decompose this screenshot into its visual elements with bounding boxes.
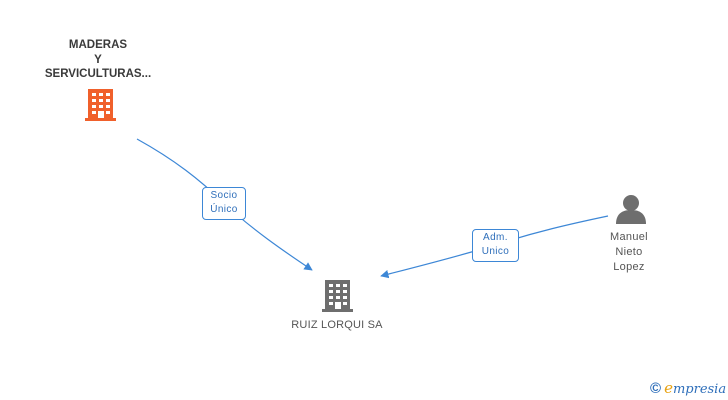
brand-logo: © empresia (650, 378, 726, 398)
company-name-maderas[interactable]: MADERAS Y SERVICULTURAS... (28, 38, 168, 82)
person-name-manuel-nieto-lopez[interactable]: Manuel Nieto Lopez (594, 230, 664, 275)
relation-label-line: Socio (210, 190, 238, 201)
company-name-text: RUIZ LORQUI SA (291, 319, 383, 331)
brand-name: empresia (664, 379, 726, 397)
copyright-icon: © (650, 379, 662, 397)
person-name-line: Lopez (613, 261, 645, 273)
relation-label-line: Unico (481, 246, 510, 257)
building-icon[interactable] (85, 89, 116, 121)
building-icon[interactable] (322, 280, 353, 312)
brand-rest: mpresia (672, 382, 727, 397)
company-name-line: Y (94, 53, 102, 66)
company-name-line: SERVICULTURAS... (44, 68, 152, 80)
person-name-line: Manuel (610, 231, 648, 243)
person-name-line: Nieto (615, 246, 643, 258)
relation-label-line: Único (210, 204, 238, 215)
relation-badge-socio-unico[interactable]: Socio Único (202, 187, 246, 220)
brand-first-letter: e (664, 379, 673, 397)
company-name-line: MADERAS (68, 39, 128, 51)
person-icon[interactable] (616, 195, 646, 224)
relation-badge-adm-unico[interactable]: Adm. Unico (472, 229, 519, 262)
relation-label-line: Adm. (483, 232, 508, 243)
company-name-ruiz-lorqui[interactable]: RUIZ LORQUI SA (270, 319, 404, 331)
